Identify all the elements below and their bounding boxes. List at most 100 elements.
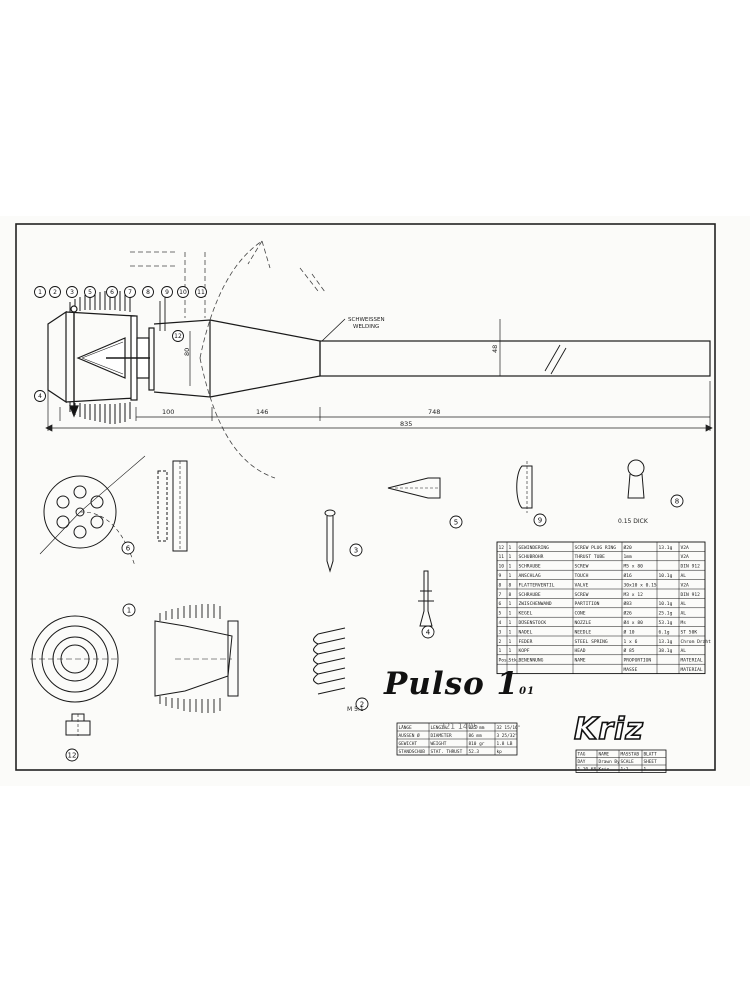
title-block-cell: SCALE bbox=[621, 759, 635, 765]
kriz-brand-logo: Kriz bbox=[573, 711, 644, 748]
title-block-cell: BLATT bbox=[644, 752, 658, 758]
title-block-cell: Drawn By bbox=[599, 759, 621, 765]
spec-cell: AUSSEN Ø bbox=[399, 732, 421, 739]
dimension-lines bbox=[45, 319, 713, 432]
parts-cell: 4 bbox=[499, 620, 502, 626]
parts-cell: 38.1g bbox=[659, 648, 673, 654]
scale-note: M 5:1 bbox=[347, 706, 364, 713]
parts-cell: M3 x 12 bbox=[624, 592, 644, 598]
title-block-frame bbox=[575, 749, 667, 773]
title-block-cell: Kriz bbox=[599, 767, 610, 773]
callout-number: 4 bbox=[38, 393, 42, 400]
parts-cell: ZWISCHENWAND bbox=[519, 601, 552, 607]
parts-cell: 10 bbox=[499, 564, 505, 570]
parts-footer-cell: Pos. bbox=[499, 658, 510, 664]
projection-arcs bbox=[130, 240, 326, 479]
welding-label-de: SCHWEISSEN bbox=[348, 317, 385, 323]
callout-bubble-5 bbox=[84, 286, 96, 298]
parts-cell: NADEL bbox=[519, 629, 533, 635]
callout-bubble-9 bbox=[161, 286, 173, 298]
spec-cell: LÄNGE bbox=[399, 724, 413, 731]
callout-bubble-4 bbox=[34, 390, 46, 402]
parts-cell: 8 bbox=[509, 582, 512, 588]
drawing-sheet: 100 146 748 835 48 80 SCHWEISSEN WELDING… bbox=[0, 216, 750, 786]
parts-cell: 1 bbox=[509, 620, 512, 626]
parts-cell: 3 bbox=[499, 629, 502, 635]
parts-cell: 13.1g bbox=[659, 639, 673, 645]
parts-cell: SCREW bbox=[575, 592, 589, 598]
title-block-cell: NAME bbox=[599, 752, 610, 758]
parts-cell: 1 bbox=[509, 629, 512, 635]
parts-cell: 25.1g bbox=[659, 611, 673, 617]
parts-cell: 53.1g bbox=[659, 620, 673, 626]
parts-cell: CONE bbox=[575, 611, 586, 617]
dim-835: 835 bbox=[400, 420, 412, 428]
logo-suffix: 01 bbox=[519, 686, 536, 697]
detail-valve bbox=[627, 459, 645, 499]
callout-bubble-1 bbox=[34, 286, 46, 298]
title-block-cell: 1 bbox=[644, 767, 647, 773]
parts-cell: AL bbox=[681, 601, 687, 607]
parts-cell: 11 bbox=[499, 554, 505, 560]
parts-cell: NOZZLE bbox=[575, 620, 592, 626]
dim-48: 48 bbox=[491, 345, 499, 353]
callout-number: 9 bbox=[165, 289, 169, 296]
parts-cell: 30x10 x 0.15 bbox=[624, 582, 657, 588]
callout-bubble-8 bbox=[142, 286, 154, 298]
parts-cell: ANSCHLAG bbox=[519, 573, 541, 579]
callout-number: 12 bbox=[174, 333, 182, 340]
parts-cell: VALVE bbox=[575, 582, 589, 588]
detail-head bbox=[30, 604, 239, 713]
detail-bubble-9 bbox=[533, 513, 547, 527]
callout-number: 5 bbox=[88, 289, 92, 296]
parts-cell: 10.1g bbox=[659, 601, 673, 607]
parts-cell: Ms bbox=[681, 620, 687, 626]
detail-cone bbox=[387, 477, 441, 499]
parts-cell: 13.1g bbox=[659, 545, 673, 551]
parts-cell: 6 bbox=[499, 601, 502, 607]
detail-bubble-5 bbox=[449, 515, 463, 529]
detail-number: 1 bbox=[127, 606, 131, 614]
callout-number: 11 bbox=[197, 289, 205, 296]
callout-number: 8 bbox=[146, 289, 150, 296]
dim-100: 100 bbox=[162, 408, 174, 416]
dim-748: 748 bbox=[428, 408, 440, 416]
parts-cell: FLATTERVENTIL bbox=[519, 582, 555, 588]
title-block-cell: 1.10.68 bbox=[578, 767, 597, 773]
spec-cell: 3 25/32" bbox=[497, 733, 518, 739]
parts-footer-cell: MATERIAL bbox=[681, 667, 703, 673]
parts-cell: 1 bbox=[509, 611, 512, 617]
parts-cell: SCREW bbox=[575, 564, 589, 570]
callout-bubble-6 bbox=[106, 286, 118, 298]
callout-number: 7 bbox=[128, 289, 132, 296]
parts-cell: KOPF bbox=[519, 648, 530, 654]
parts-cell: Ø16 bbox=[624, 572, 633, 579]
parts-cell: DÜSENSTOCK bbox=[519, 619, 547, 626]
parts-cell: 1 bbox=[509, 564, 512, 570]
callout-bubble-2 bbox=[49, 286, 61, 298]
spec-cell: 1.8 LB bbox=[497, 741, 513, 747]
callout-bubble-12 bbox=[172, 330, 184, 342]
detail-ring bbox=[65, 713, 91, 736]
parts-cell: V2A bbox=[681, 545, 690, 551]
detail-bubble-1 bbox=[122, 603, 136, 617]
parts-footer-cell: MASSE bbox=[624, 667, 638, 673]
detail-number: 9 bbox=[538, 516, 542, 524]
parts-cell: 8 bbox=[499, 582, 502, 588]
parts-cell: M5 x 80 bbox=[624, 564, 644, 570]
parts-cell: 8 bbox=[509, 592, 512, 598]
parts-footer-cell: Stk. bbox=[509, 658, 520, 664]
detail-number: 8 bbox=[675, 497, 679, 505]
parts-cell: 1 bbox=[509, 545, 512, 551]
parts-cell: V2A bbox=[681, 582, 690, 588]
detail-number: 4 bbox=[426, 628, 431, 636]
parts-cell: 5 bbox=[499, 611, 502, 617]
parts-cell: 1mm bbox=[624, 554, 633, 560]
parts-cell: SCREW PLUG RING bbox=[575, 545, 617, 551]
parts-cell: PARTITION bbox=[575, 601, 600, 607]
parts-cell: NEEDLE bbox=[575, 629, 592, 635]
parts-cell: 1 bbox=[509, 648, 512, 654]
sheet-border bbox=[15, 223, 716, 771]
